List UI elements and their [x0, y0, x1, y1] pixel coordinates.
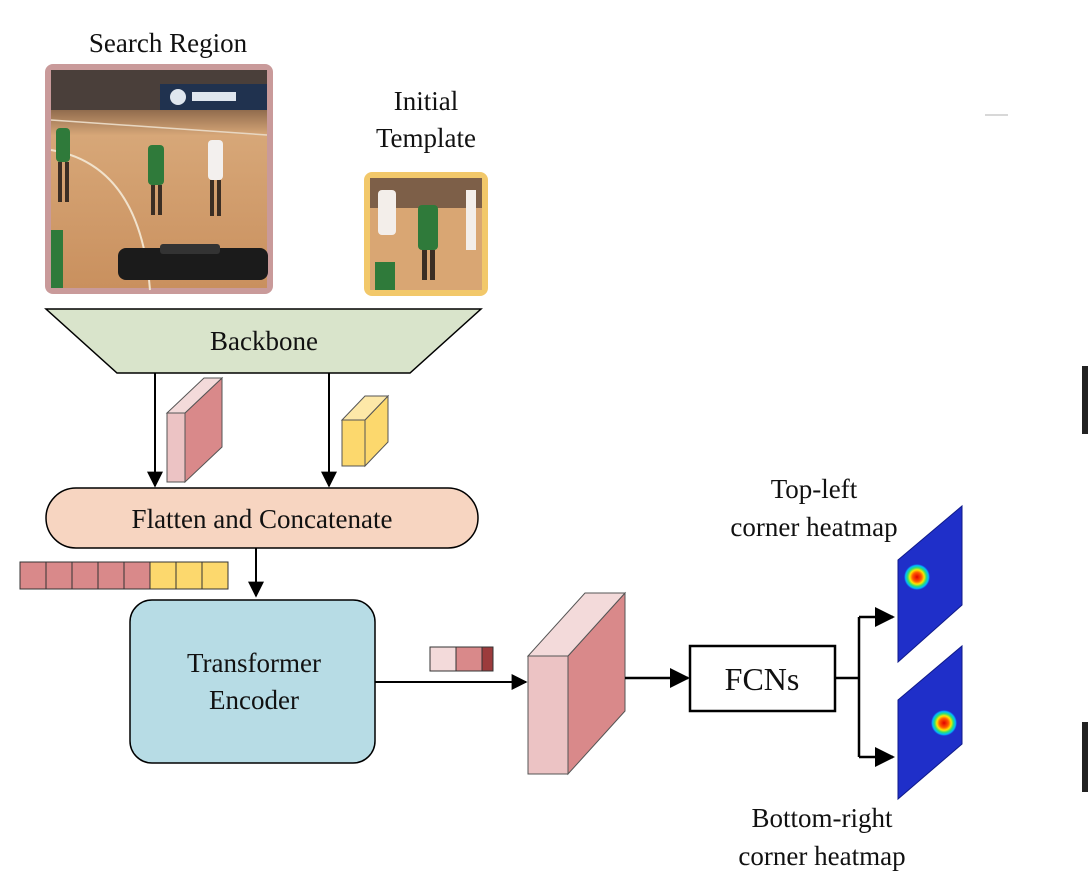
- search-token: [123, 561, 151, 590]
- transformer-encoder-block: [129, 599, 376, 764]
- initial-template-label-line1: Initial: [394, 86, 458, 116]
- search-feature-cuboid: [165, 376, 224, 484]
- flatten-concatenate-label: Flatten and Concatenate: [132, 504, 393, 534]
- initial-template-image: [364, 172, 488, 296]
- transformer-encoder-label-line1: Transformer: [187, 648, 321, 678]
- encoder-output-tokens: [429, 646, 494, 672]
- transformer-encoder-label-line2: Encoder: [209, 685, 299, 715]
- bottom-right-heatmap-label-line1: Bottom-right: [752, 803, 893, 833]
- fcns-label: FCNs: [725, 661, 800, 697]
- token-sequence: [19, 561, 229, 590]
- flatten-concatenate-block: [45, 487, 479, 549]
- fcns-block: [688, 644, 837, 713]
- template-token: [149, 561, 177, 590]
- search-token: [45, 561, 73, 590]
- template-token: [175, 561, 203, 590]
- search-region-image: [45, 64, 273, 294]
- top-left-heatmap-label-line1: Top-left: [771, 474, 858, 504]
- backbone-block: [44, 308, 483, 374]
- search-region-label: Search Region: [89, 28, 248, 58]
- output-feature-cuboid: [526, 591, 627, 776]
- search-token: [71, 561, 99, 590]
- initial-template-label-line2: Template: [376, 123, 476, 153]
- template-token: [201, 561, 229, 590]
- search-token: [19, 561, 47, 590]
- edge-fragment: [1082, 722, 1088, 792]
- top-left-heatmap: [897, 504, 963, 664]
- bottom-right-heatmap-label-line2: corner heatmap: [738, 841, 905, 871]
- backbone-label: Backbone: [210, 326, 318, 356]
- search-token: [97, 561, 125, 590]
- template-feature-cuboid: [340, 394, 390, 468]
- top-left-heatmap-label-line2: corner heatmap: [730, 512, 897, 542]
- bottom-right-heatmap: [897, 644, 963, 801]
- fcns-branch-arrows: [835, 607, 895, 767]
- edge-fragment: [1082, 366, 1088, 434]
